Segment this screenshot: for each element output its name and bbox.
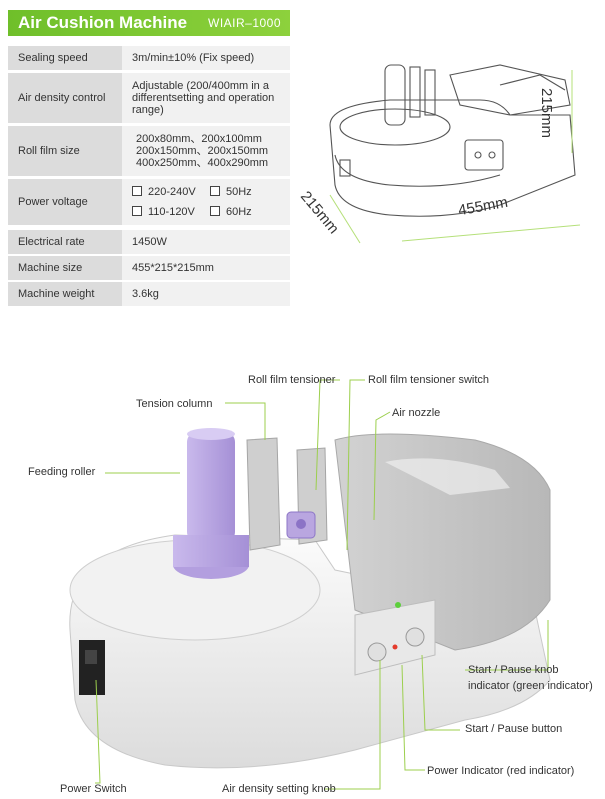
checkbox-220v[interactable] [132,186,142,196]
spec-value: 3m/min±10% (Fix speed) [132,52,255,64]
machine-photo [69,428,551,769]
spec-label: Power voltage [18,196,88,208]
spec-row-machine-weight: Machine weight 3.6kg [8,282,290,306]
callout-power-switch: Power Switch [60,783,127,795]
callout-start-pause-button: Start / Pause button [465,723,563,735]
spec-label: Air density control [18,92,106,104]
spec-label: Machine weight [18,288,95,300]
spec-row-sealing-speed: Sealing speed 3m/min±10% (Fix speed) [8,46,290,70]
callout-air-density-knob: Air density setting knob [222,783,336,795]
checkbox-50hz[interactable] [210,186,220,196]
spec-header: Air Cushion Machine WIAIR–1000 [8,10,290,36]
callout-power-indicator: Power Indicator (red indicator) [427,765,575,777]
callout-lines [95,379,549,790]
spec-value: 3.6kg [132,288,159,300]
spec-value: 1450W [132,236,167,248]
spec-row-electrical-rate: Electrical rate 1450W [8,230,290,254]
machine-line-drawing [329,64,581,244]
product-title: Air Cushion Machine [18,13,188,32]
spec-label: Electrical rate [18,236,85,248]
dimension-height: 215mm [538,88,555,139]
spec-label: Machine size [18,262,83,274]
spec-label: Sealing speed [18,52,88,64]
spec-row-air-density: Air density control Adjustable (200/400m… [8,73,290,123]
callout-air-nozzle: Air nozzle [392,407,441,419]
model-number: WIAIR–1000 [208,16,282,30]
spec-label: Roll film size [18,145,80,157]
checkbox-60hz[interactable] [210,206,220,216]
callout-feeding-roller: Feeding roller [28,466,96,478]
callout-roll-film-tensioner-switch: Roll film tensioner switch [368,374,490,386]
callout-tension-column: Tension column [136,398,213,410]
callout-roll-film-tensioner: Roll film tensioner [248,374,336,386]
spec-row-machine-size: Machine size 455*215*215mm [8,256,290,280]
checkbox-110v[interactable] [132,206,142,216]
spec-value: 455*215*215mm [132,262,214,274]
